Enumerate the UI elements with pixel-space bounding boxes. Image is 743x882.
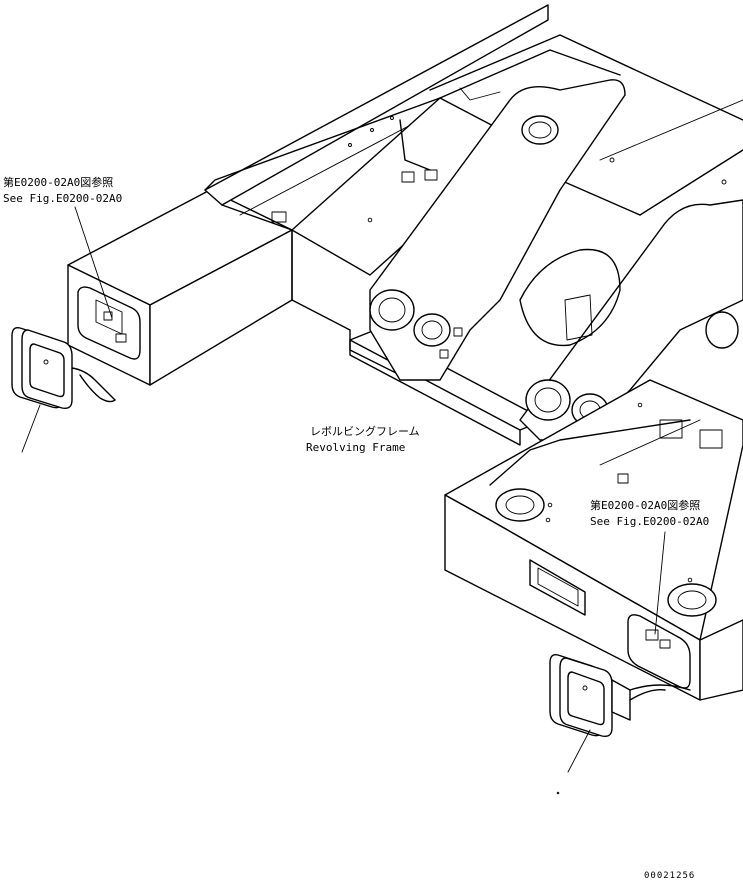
- frame-label-jp: レボルビングフレーム: [310, 424, 420, 438]
- work-lamp-right: [549, 653, 691, 738]
- work-lamp-left: [11, 326, 116, 410]
- ref-left-en: See Fig.E0200-02A0: [3, 192, 122, 205]
- ref-right-en: See Fig.E0200-02A0: [590, 515, 709, 528]
- right-tool-box: [444, 379, 743, 701]
- frame-label-en: Revolving Frame: [306, 441, 405, 454]
- boom-bracket-left: [369, 79, 626, 381]
- ref-left-jp: 第E0200-02A0図参照: [3, 175, 113, 189]
- drawing-number: 00021256: [644, 871, 695, 881]
- boom-bracket-right: [519, 199, 743, 441]
- main-frame-rail: [204, 4, 549, 381]
- leader-lines: [21, 206, 666, 773]
- ref-right-jp: 第E0200-02A0図参照: [590, 498, 700, 512]
- left-box-beam: [67, 189, 293, 386]
